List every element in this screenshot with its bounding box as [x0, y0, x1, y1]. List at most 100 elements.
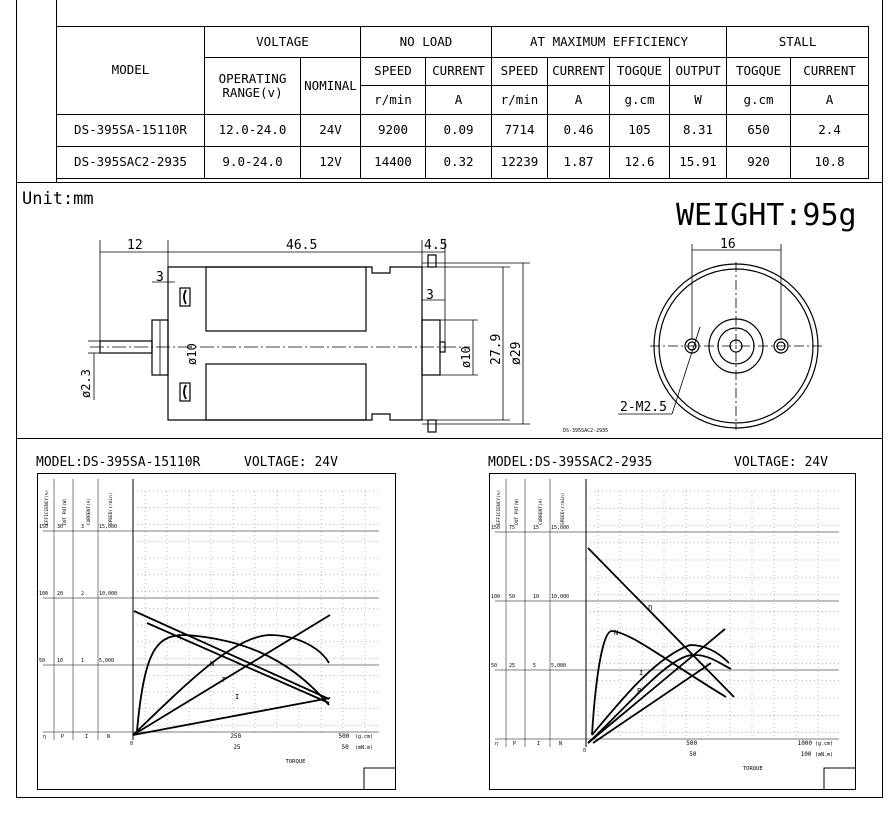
chart-model-label: MODEL:DS-395SA-15110R — [36, 455, 201, 470]
title-box — [363, 767, 395, 789]
symbol-label: I — [85, 734, 88, 740]
axis-title: OUT PUT(W) — [62, 498, 68, 525]
axis-title: CURRENT(A) — [538, 498, 544, 525]
table-cell: 15.91 — [668, 145, 728, 180]
chart-frame — [37, 473, 396, 790]
axis-title: SPEED(r/min) — [560, 492, 566, 525]
table-cell: 0.09 — [425, 113, 492, 147]
rear-boss — [421, 319, 441, 376]
unit-label: (g.cm) — [815, 741, 833, 747]
dim-text: ø2.3 — [79, 369, 93, 398]
unit-cell: r/min — [360, 85, 426, 115]
dim-text: 3 — [426, 288, 434, 303]
axis-title: EFFICIENCY(%) — [496, 490, 502, 525]
divider-bottom — [16, 438, 883, 439]
dim-text: 3 — [156, 270, 164, 285]
table-cell: 12.0-24.0 — [204, 113, 301, 147]
unit-cell: W — [668, 85, 728, 115]
curve-eta — [136, 634, 330, 732]
scale-label: 10,000 — [99, 591, 117, 597]
table-cell: 9.0-24.0 — [204, 145, 301, 180]
max-output-header: OUTPUT — [668, 56, 728, 87]
table-cell: 24V — [300, 113, 361, 147]
dim-text: 16 — [720, 237, 736, 252]
scale-label: 15,000 — [551, 525, 569, 531]
slot-arc-bottom — [183, 384, 187, 400]
divider-top — [16, 182, 883, 183]
magnet-top — [205, 266, 367, 332]
table-cell: 14400 — [360, 145, 426, 180]
x-tick-label: 250 — [230, 733, 241, 740]
nominal-header: NOMINAL — [300, 56, 361, 115]
table-cell: 12239 — [491, 145, 548, 180]
scale-label: 3 — [81, 524, 84, 530]
x-tick-label: 500 — [686, 740, 697, 747]
slot-arc-top — [183, 289, 187, 305]
scale-label: 25 — [509, 663, 515, 669]
table-cell: 1.87 — [547, 145, 610, 180]
scale-label: 20 — [57, 591, 63, 597]
terminal-bottom — [427, 419, 437, 433]
scale-label: 100 — [39, 591, 48, 597]
axis-title: CURRENT(A) — [86, 498, 92, 525]
x-tick-label: 500 — [339, 733, 350, 740]
x-tick-label: 50 — [342, 744, 350, 751]
series-tag: I — [639, 669, 643, 677]
unit-label: (mN.m) — [355, 745, 373, 751]
curve-p — [587, 654, 732, 744]
x-tick-label: 1000 — [798, 740, 813, 747]
scale-label: 1 — [81, 658, 84, 664]
series-tag: η — [648, 603, 652, 611]
curve-p — [132, 634, 330, 736]
scale-label: 150 — [491, 525, 500, 531]
axis-title: SPEED(r/min) — [108, 492, 114, 525]
series-tag: N — [614, 629, 618, 637]
scale-label: 50 — [39, 658, 45, 664]
table-cell: 12.6 — [609, 145, 670, 180]
axis-title: EFFICIENCY(%) — [44, 490, 50, 525]
title-box — [823, 767, 855, 789]
x-tick-label: 50 — [689, 751, 697, 758]
scale-label: 50 — [509, 594, 515, 600]
dim-text: 4.5 — [424, 238, 447, 253]
dim-text: 27.9 — [489, 334, 504, 365]
scale-label: 5 — [533, 663, 536, 669]
curve-eta — [591, 630, 727, 736]
scale-label: 5,000 — [551, 663, 566, 669]
drawing-tag: DS-395SAC2-2935 — [563, 428, 608, 434]
table-cell: DS-395SAC2-2935 — [56, 145, 205, 180]
x-axis-label: TORQUE — [286, 759, 306, 765]
scale-label: 75 — [509, 525, 515, 531]
table-row: DS-395SA-15110R 12.0-24.0 24V 9200 0.09 … — [56, 113, 870, 147]
dim-text: 12 — [127, 238, 143, 253]
drawing-sheet — [16, 0, 883, 798]
series-tag: P — [637, 687, 641, 695]
unit-label: (mN.m) — [815, 752, 833, 758]
x-axis-label: TORQUE — [743, 766, 763, 772]
stall-header: STALL — [726, 26, 870, 58]
chart-voltage-label: VOLTAGE: 24V — [734, 455, 828, 470]
scale-label: 100 — [491, 594, 500, 600]
symbol-label: N — [107, 734, 110, 740]
no-load-header: NO LOAD — [360, 26, 492, 58]
current-header: CURRENT — [425, 56, 492, 87]
scale-label: 2 — [81, 591, 84, 597]
unit-label: Unit:mm — [22, 189, 94, 209]
symbol-label: P — [61, 734, 64, 740]
table-cell: 7714 — [491, 113, 548, 147]
terminal-top — [427, 254, 437, 268]
table-cell: 8.31 — [668, 113, 728, 147]
table-cell: 0.46 — [547, 113, 610, 147]
origin-label: 0 — [583, 748, 586, 754]
table-cell: 10.8 — [790, 145, 870, 180]
curve-n2 — [132, 614, 331, 736]
scale-label: 10 — [533, 594, 539, 600]
weight-label: WEIGHT:95g — [676, 198, 857, 233]
curve-n — [587, 547, 735, 698]
scale-label: 150 — [39, 524, 48, 530]
series-tag: P — [222, 676, 226, 684]
chart-voltage-label: VOLTAGE: 24V — [244, 455, 338, 470]
table-cell: 0.32 — [425, 145, 492, 180]
table-row: DS-395SAC2-2935 9.0-24.0 12V 14400 0.32 … — [56, 145, 870, 180]
